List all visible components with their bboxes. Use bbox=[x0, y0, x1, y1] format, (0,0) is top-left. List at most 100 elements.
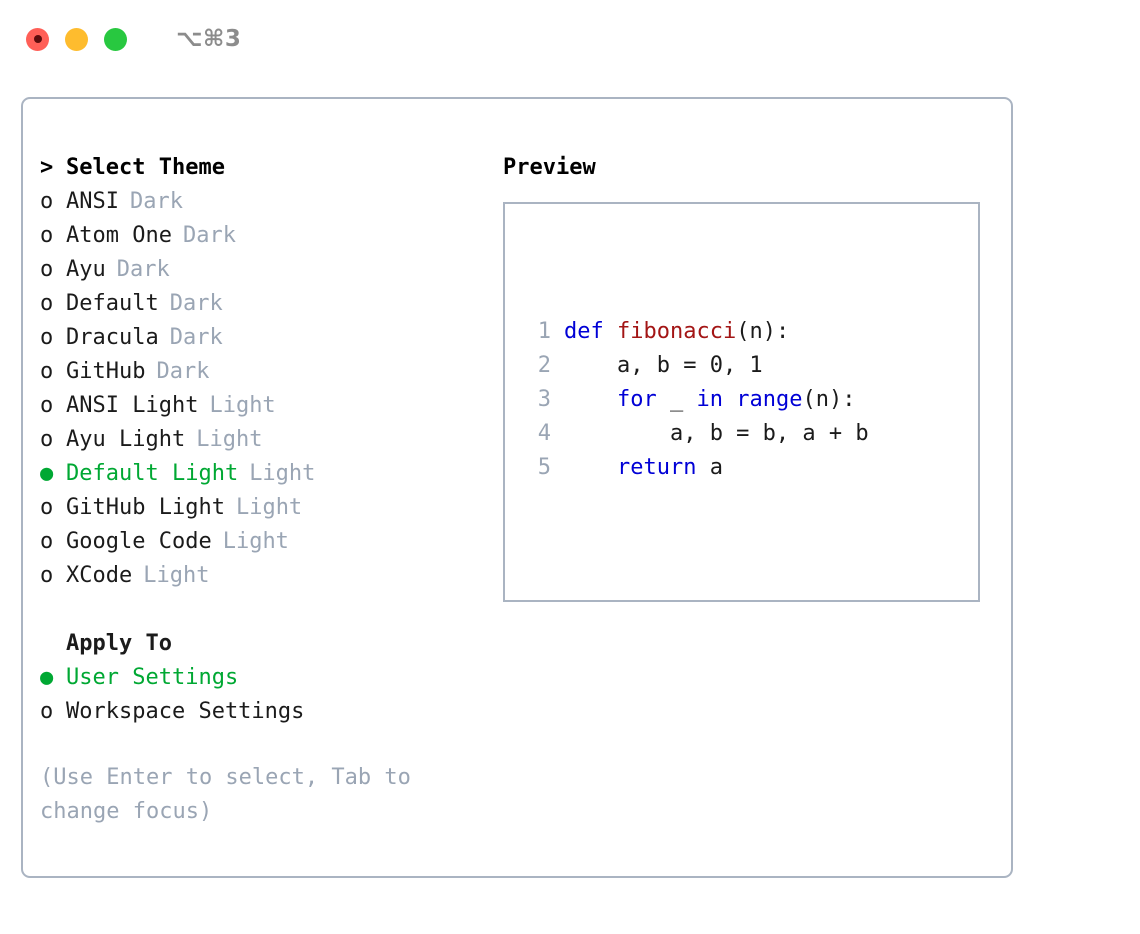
theme-option-variant: Light bbox=[249, 461, 316, 486]
theme-option-variant: Dark bbox=[169, 325, 223, 350]
apply-to-title: Apply To bbox=[66, 631, 172, 656]
theme-option-label: XCode bbox=[66, 563, 133, 588]
apply-to-option-row[interactable]: ● User Settings bbox=[40, 661, 495, 695]
code-token-plain bbox=[564, 387, 617, 412]
theme-option-label: Ayu Light bbox=[66, 427, 186, 452]
radio-selected-icon: ● bbox=[40, 665, 54, 690]
code-token-kw: range bbox=[736, 387, 803, 412]
radio-unselected-icon: o bbox=[40, 257, 54, 282]
code-line-text: a, b = b, a + b bbox=[564, 417, 869, 451]
theme-option-label: Google Code bbox=[66, 529, 212, 554]
theme-option-variant: Dark bbox=[116, 257, 170, 282]
radio-unselected-icon: o bbox=[40, 427, 54, 452]
code-line-number: 4 bbox=[537, 421, 551, 446]
code-line: 3 for _ in range(n): bbox=[524, 383, 896, 417]
radio-unselected-icon: o bbox=[40, 359, 54, 384]
theme-option-row[interactable]: o Dracula Dark bbox=[40, 321, 495, 355]
preview-title: Preview bbox=[503, 155, 596, 180]
theme-option-label: Ayu bbox=[66, 257, 106, 282]
radio-unselected-icon: o bbox=[40, 291, 54, 316]
theme-option-label: Dracula bbox=[66, 325, 159, 350]
code-token-fn: fibonacci bbox=[616, 319, 737, 344]
title-bar: ⌥⌘3 bbox=[0, 0, 1140, 78]
code-line-number: 2 bbox=[537, 353, 551, 378]
theme-option-row[interactable]: ● Default Light Light bbox=[40, 457, 495, 491]
theme-option-label: ANSI bbox=[66, 189, 119, 214]
code-token-kw: for bbox=[616, 387, 657, 412]
code-diff-spacer bbox=[524, 553, 896, 587]
theme-option-variant: Light bbox=[235, 495, 303, 520]
theme-option-variant: Light bbox=[196, 427, 263, 452]
theme-option-row[interactable]: o Ayu Light Light bbox=[40, 423, 495, 457]
code-token-kw: return bbox=[616, 455, 697, 480]
code-line: 2 a, b = 0, 1 bbox=[524, 349, 896, 383]
radio-unselected-icon: o bbox=[40, 529, 54, 554]
theme-option-row[interactable]: o Atom One Dark bbox=[40, 219, 495, 253]
theme-option-label: GitHub bbox=[66, 359, 146, 384]
code-token-plain: (n): bbox=[736, 319, 790, 344]
theme-list-header-label: Select Theme bbox=[66, 155, 225, 180]
code-token-plain bbox=[564, 455, 617, 480]
theme-option-label: Atom One bbox=[66, 223, 172, 248]
code-line: 4 a, b = b, a + b bbox=[524, 417, 896, 451]
theme-option-label: Default bbox=[66, 291, 159, 316]
theme-option-row[interactable]: o XCode Light bbox=[40, 559, 495, 593]
theme-option-row[interactable]: o Default Dark bbox=[40, 287, 495, 321]
prompt-caret-icon: > bbox=[40, 155, 54, 180]
theme-option-variant: Light bbox=[143, 563, 210, 588]
apply-to-option-label: User Settings bbox=[66, 665, 239, 690]
code-token-plain: _ bbox=[656, 387, 697, 412]
code-token-plain: a, b = 0, 1 bbox=[564, 353, 763, 378]
keyboard-shortcut-label: ⌥⌘3 bbox=[176, 26, 242, 52]
code-line-text: def fibonacci(n): bbox=[564, 315, 789, 349]
code-token-kw: def bbox=[564, 319, 617, 344]
code-line-text: a, b = 0, 1 bbox=[564, 349, 763, 383]
maximize-window-button[interactable] bbox=[104, 27, 127, 51]
code-line-number: 1 bbox=[537, 319, 551, 344]
theme-option-variant: Dark bbox=[156, 359, 210, 384]
radio-unselected-icon: o bbox=[40, 699, 54, 724]
radio-unselected-icon: o bbox=[40, 223, 54, 248]
code-token-plain bbox=[723, 387, 736, 412]
theme-option-label: GitHub Light bbox=[66, 495, 225, 520]
code-line: 1 def fibonacci(n): bbox=[524, 315, 896, 349]
theme-list-header: > Select Theme bbox=[40, 151, 495, 185]
code-token-plain: (n): bbox=[802, 387, 856, 412]
close-window-button[interactable] bbox=[26, 27, 49, 51]
code-token-plain: a, b = b, a + b bbox=[564, 421, 869, 446]
keyboard-hint-text: (Use Enter to select, Tab to change focu… bbox=[40, 765, 425, 824]
theme-option-variant: Dark bbox=[169, 291, 223, 316]
radio-unselected-icon: o bbox=[40, 325, 54, 350]
theme-option-row[interactable]: o GitHub Dark bbox=[40, 355, 495, 389]
code-line-text: return a bbox=[564, 451, 723, 485]
theme-option-row[interactable]: o Ayu Dark bbox=[40, 253, 495, 287]
theme-option-variant: Dark bbox=[182, 223, 236, 248]
radio-unselected-icon: o bbox=[40, 393, 54, 418]
traffic-light-group bbox=[26, 27, 127, 51]
radio-unselected-icon: o bbox=[40, 563, 54, 588]
radio-selected-icon: ● bbox=[40, 461, 54, 486]
code-token-kw: in bbox=[696, 387, 723, 412]
list-spacer bbox=[40, 593, 495, 627]
code-line-text: for _ in range(n): bbox=[564, 383, 855, 417]
theme-option-label: Default Light bbox=[66, 461, 239, 486]
code-line-number: 5 bbox=[537, 455, 551, 480]
apply-to-header: Apply To bbox=[40, 627, 495, 661]
minimize-window-button[interactable] bbox=[65, 27, 88, 51]
code-line: 5 return a bbox=[524, 451, 896, 485]
code-token-plain: a bbox=[696, 455, 723, 480]
